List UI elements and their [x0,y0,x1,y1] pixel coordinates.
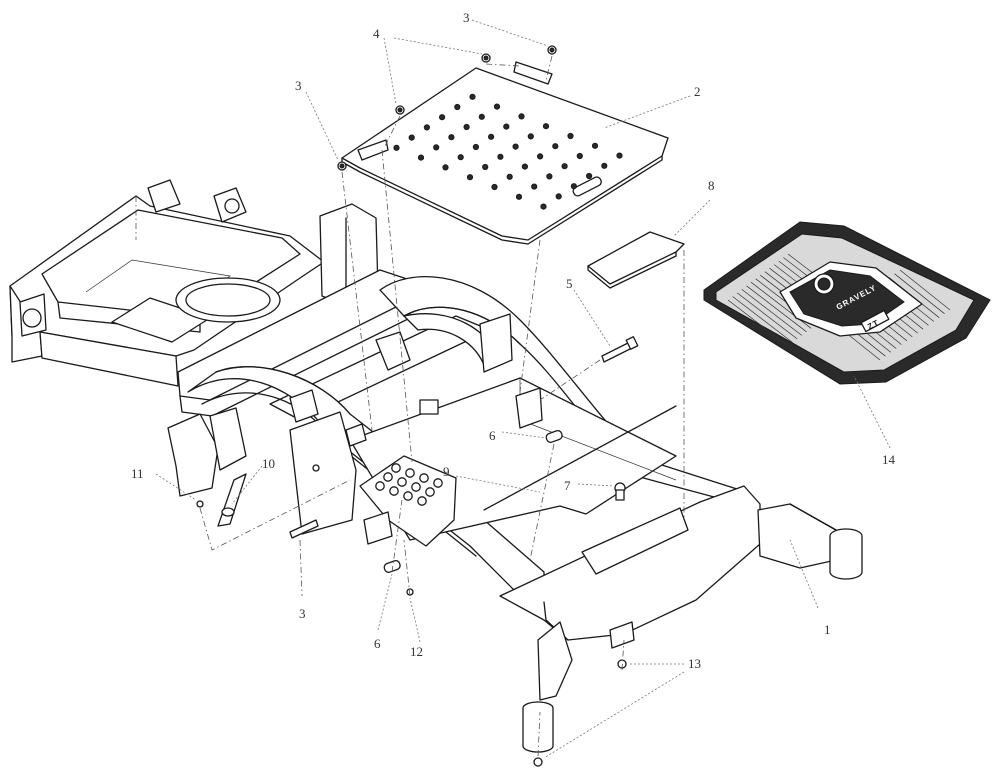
step-hole [425,487,435,497]
plate-hole [497,153,504,160]
plate-hole [576,152,583,160]
callout-14: 14 [882,452,896,467]
plate-hole [393,144,400,151]
mat-rib [899,269,951,311]
mat-rib [732,296,793,343]
mat-rib [741,289,803,336]
callout-4: 4 [373,26,380,41]
callout-3-top: 3 [463,10,470,25]
plate-hole [408,134,415,141]
plate-hole [521,163,529,170]
step-hole [383,472,393,482]
plate-hole [463,123,470,131]
step-hole [403,491,413,501]
plate-hole [472,143,479,151]
callout-10: 10 [262,456,275,471]
plate-hole [601,162,608,169]
plate-hole [586,172,593,180]
part-13-nut-lower [533,757,543,767]
plate-hole [542,123,550,130]
plate-hole [417,154,425,161]
plate-hole [448,134,455,141]
part-9-rod [483,405,677,511]
plate-hole [491,183,498,191]
plate-hole [478,113,485,120]
hardware-parts [196,45,677,767]
step-hole [417,496,427,506]
step-hole [419,473,429,483]
plate-hole [469,93,476,100]
step-hole-pattern [375,463,443,506]
plate-hole [616,152,623,159]
mat-rib [894,273,945,315]
plate-hole [555,193,562,200]
step-hole [433,478,443,488]
plate-hole [546,173,553,180]
plate-hole [531,183,538,190]
plate-hole [567,132,574,140]
mat-rib [736,292,798,340]
plate-hole [482,163,489,171]
plate-hole [488,133,495,140]
callout-13: 13 [688,656,701,671]
step-hole [411,482,421,492]
callout-1: 1 [824,622,831,637]
plate-hole [512,143,519,150]
part-5-bolt [601,341,633,363]
callout-12: 12 [410,644,423,659]
plate-hole [591,142,599,149]
callout-2: 2 [694,84,701,99]
callout-leaders [155,19,891,759]
plate-hole [439,114,446,121]
part-6-spacer-lower [383,559,401,573]
part-2-foot-plate [341,61,669,245]
plate-hole [537,153,544,160]
plate-hole [540,203,547,210]
step-hole [391,463,401,473]
part-8-plate [587,231,685,289]
plate-hole [454,103,461,111]
step-hole [397,477,407,487]
plate-hole [457,154,464,161]
plate-hole [515,193,523,200]
plate-hole [570,183,578,190]
plate-hole [561,163,568,170]
plate-hole [493,103,501,110]
plate-hole [518,113,525,120]
part-14-floor-mat: GRAVELY ZT [703,221,991,385]
callout-9: 9 [443,464,450,479]
mat-rib [727,299,789,347]
callout-labels: 1 2 3 3 3 4 5 6 6 7 8 9 10 11 12 13 14 [131,10,896,671]
step-hole [389,486,399,496]
part-6-spacer-upper [545,429,563,443]
assembly-center-lines [135,55,685,757]
step-hole [405,468,415,478]
callout-3-left: 3 [295,78,302,93]
plate-hole [423,124,430,131]
plate-hole [503,123,510,130]
step-hole [375,481,385,491]
callout-8: 8 [708,178,715,193]
mat-rib [746,285,807,333]
plate-hole [506,173,513,180]
part-10-link [217,473,247,527]
plate-hole [442,164,449,171]
plate-hole [433,144,440,151]
part-1-main-frame [9,179,863,753]
callout-6-upper: 6 [489,428,496,443]
callout-3-lower: 3 [299,606,306,621]
callout-6-lower: 6 [374,636,381,651]
plate-hole-pattern [393,93,623,210]
plate-hole [527,133,534,140]
plate-hole [552,143,559,150]
part-11-pin [196,500,204,508]
callout-5: 5 [566,276,573,291]
callout-11: 11 [131,466,144,481]
plate-hole [466,174,474,181]
callout-7: 7 [564,478,571,493]
part-5-bolt-lower [289,519,319,539]
